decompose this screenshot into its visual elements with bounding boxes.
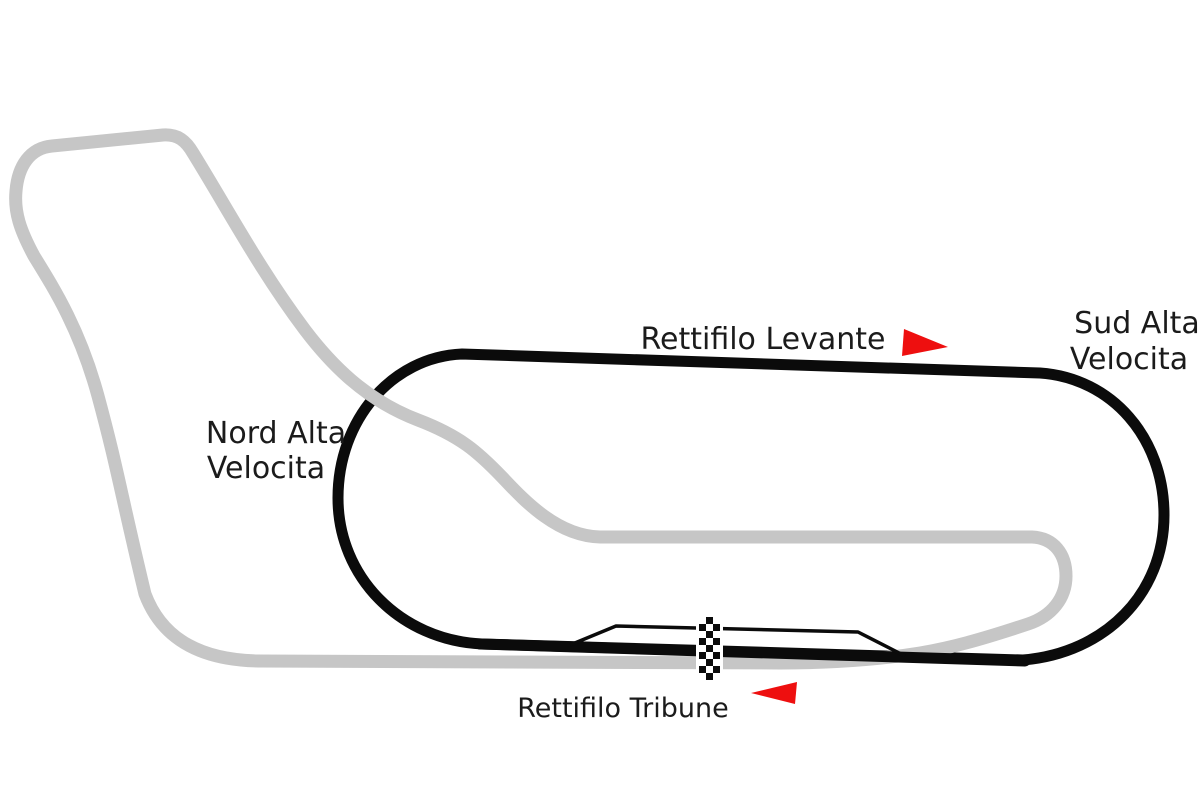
label-nord-alta-velocita-line1: Nord Alta bbox=[206, 416, 346, 451]
direction-arrow-left-icon bbox=[751, 682, 797, 704]
road-course-start-finish-straight bbox=[569, 624, 906, 658]
oval-bottom-straight-overlay bbox=[474, 638, 1031, 667]
label-sud-alta-velocita-line2: Velocita bbox=[1070, 342, 1188, 377]
road-course-path bbox=[9, 128, 1073, 670]
label-rettifilo-tribune: Rettifilo Tribune bbox=[517, 693, 729, 724]
label-sud-alta-velocita-line1: Sud Alta bbox=[1074, 306, 1200, 341]
label-rettifilo-levante: Rettifilo Levante bbox=[641, 322, 886, 357]
label-nord-alta-velocita-line2: Velocita bbox=[207, 451, 325, 486]
start-finish-checkered-line bbox=[696, 614, 723, 683]
direction-arrow-right-icon bbox=[902, 329, 948, 356]
